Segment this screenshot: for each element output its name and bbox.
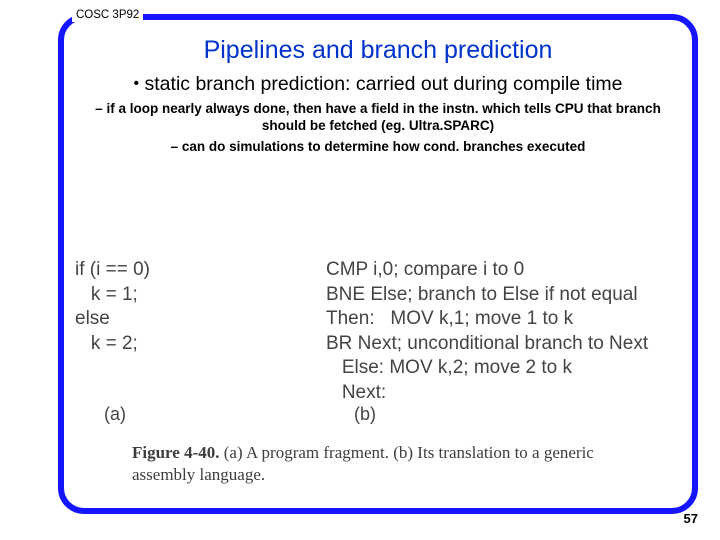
page-title: Pipelines and branch prediction — [203, 36, 553, 64]
list-item-label: static branch prediction: carried out du… — [144, 73, 623, 95]
list-item: – can do simulations to determine how co… — [73, 138, 683, 155]
page-number: 57 — [683, 511, 698, 526]
figure-image: if (i == 0) k = 1; else k = 2; CMP i,0; … — [72, 242, 684, 502]
list-item: – if a loop nearly always done, then hav… — [88, 100, 668, 134]
figure-caption: Figure 4-40. (a) A program fragment. (b)… — [132, 442, 652, 486]
figure-code-fragment-a: if (i == 0) k = 1; else k = 2; — [75, 259, 150, 354]
figure-number: Figure 4-40. — [132, 443, 220, 462]
list-item-label: can do simulations to determine how cond… — [181, 139, 586, 154]
course-header-label: COSC 3P92 — [72, 8, 144, 22]
dash-marker-icon: – — [95, 101, 103, 116]
bullet-marker-icon: • — [133, 75, 140, 92]
figure-sublabel-a: (a) — [104, 404, 126, 424]
figure-code-fragment-b: CMP i,0; compare i to 0 BNE Else; branch… — [326, 259, 649, 403]
figure-caption-text: (a) A program fragment. (b) Its translat… — [132, 443, 594, 484]
dash-marker-icon: – — [170, 139, 179, 154]
bullet-list: • static branch prediction: carried out … — [72, 72, 684, 155]
figure-sublabel-b: (b) — [354, 404, 376, 424]
list-item-label: if a loop nearly always done, then have … — [106, 101, 661, 133]
list-item: • static branch prediction: carried out … — [98, 72, 658, 96]
slide-border-frame — [58, 14, 698, 514]
